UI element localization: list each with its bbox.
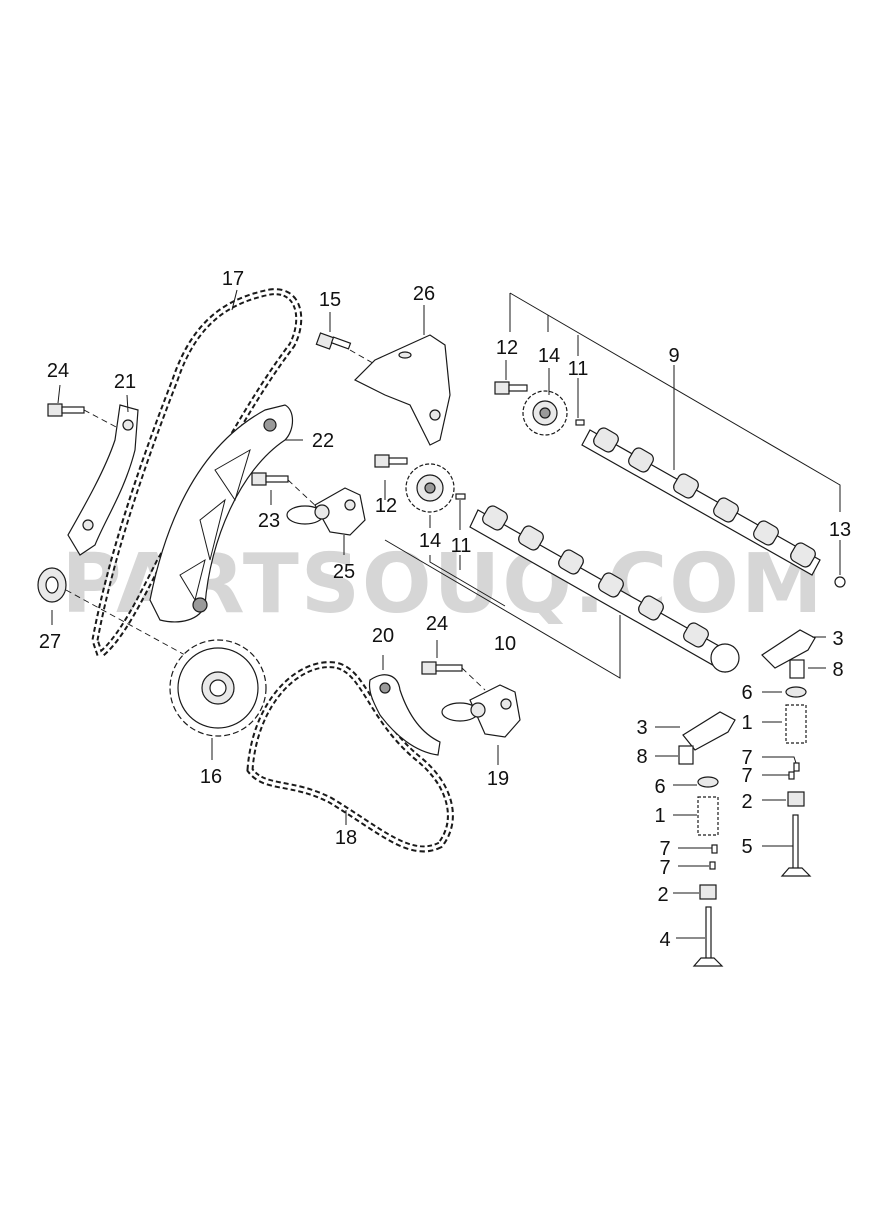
callout-22: 22 (312, 430, 334, 452)
callout-24-upper: 24 (47, 360, 69, 382)
callout-24-lower: 24 (426, 613, 448, 635)
callout-3-right: 3 (832, 628, 843, 650)
callout-2-right: 2 (741, 791, 752, 813)
bolt-24-lower (421, 661, 486, 691)
callout-12-upper: 12 (496, 337, 518, 359)
bolt-15 (315, 332, 379, 367)
callout-17: 17 (222, 268, 244, 290)
bolt-12-upper (494, 381, 528, 395)
callout-23: 23 (258, 510, 280, 532)
plug-13 (834, 576, 846, 588)
camshaft-sprocket-lower (405, 463, 455, 513)
valve-keeper-7-left (709, 844, 718, 870)
callout-14-upper: 14 (538, 345, 560, 367)
callout-1-left: 1 (654, 805, 665, 827)
callout-6-left: 6 (654, 776, 665, 798)
callout-7-left-a: 7 (659, 838, 670, 860)
callout-19: 19 (487, 768, 509, 790)
valve-spring-1-right (785, 704, 807, 744)
valve-seal-2-right (787, 791, 805, 807)
callout-21: 21 (114, 371, 136, 393)
spring-retainer-6-right (785, 686, 807, 698)
lash-adjuster-8-right (789, 659, 805, 679)
callout-2-left: 2 (657, 884, 668, 906)
valve-spring-1-left (697, 796, 719, 836)
callout-9: 9 (668, 345, 679, 367)
bolt-23 (251, 472, 319, 509)
chain-tensioner-upper (286, 487, 366, 536)
rocker-arm-3-left (682, 711, 736, 751)
callout-12-lower: 12 (375, 495, 397, 517)
cover-plate (353, 334, 451, 446)
callout-8-right: 8 (832, 659, 843, 681)
callout-5: 5 (741, 836, 752, 858)
washer-27 (37, 567, 186, 656)
valve-5-exhaust (780, 814, 812, 877)
callout-3-left: 3 (636, 717, 647, 739)
callout-labels: 17 24 21 22 23 25 15 26 12 14 11 9 12 14… (39, 268, 851, 951)
callout-11-upper: 11 (568, 358, 589, 380)
camshaft-sprocket-upper (522, 390, 568, 436)
crankshaft-sprocket (169, 639, 267, 737)
chain-guide-lower (368, 674, 441, 756)
valve-keeper-7-right (788, 762, 800, 780)
spring-retainer-6-left (697, 776, 719, 788)
camshaft-upper (581, 427, 821, 576)
callout-14-lower: 14 (419, 530, 441, 552)
callout-8-left: 8 (636, 746, 647, 768)
lower-timing-chain (246, 661, 454, 853)
callout-11-lower: 11 (451, 535, 472, 557)
lash-adjuster-8-left (678, 745, 694, 765)
callout-7-left-b: 7 (659, 857, 670, 879)
callout-4: 4 (659, 929, 670, 951)
dowel-pin-11-lower (455, 493, 466, 500)
callout-10: 10 (494, 633, 516, 655)
chain-tensioner-lower (441, 684, 521, 738)
callout-27: 27 (39, 631, 61, 653)
bolt-12-lower (374, 454, 408, 468)
bolt-24-upper (47, 403, 119, 429)
callout-16: 16 (200, 766, 222, 788)
leader-lines (51, 289, 841, 939)
chain-guide (149, 404, 294, 623)
callout-7-right-a: 7 (741, 747, 752, 769)
valve-seal-2-left (699, 884, 717, 900)
callout-18: 18 (335, 827, 357, 849)
rocker-arm-3-right (761, 629, 816, 669)
chain-guide-bracket (67, 404, 139, 556)
callout-1-right: 1 (741, 712, 752, 734)
callout-20: 20 (372, 625, 394, 647)
camshaft-lower (469, 505, 740, 673)
callout-26: 26 (413, 283, 435, 305)
callout-7-right-b: 7 (741, 765, 752, 787)
dowel-pin-11-upper (575, 419, 585, 426)
valve-4-intake (692, 906, 724, 967)
callout-25: 25 (333, 561, 355, 583)
callout-15: 15 (319, 289, 341, 311)
callout-13: 13 (829, 519, 851, 541)
callout-6-right: 6 (741, 682, 752, 704)
